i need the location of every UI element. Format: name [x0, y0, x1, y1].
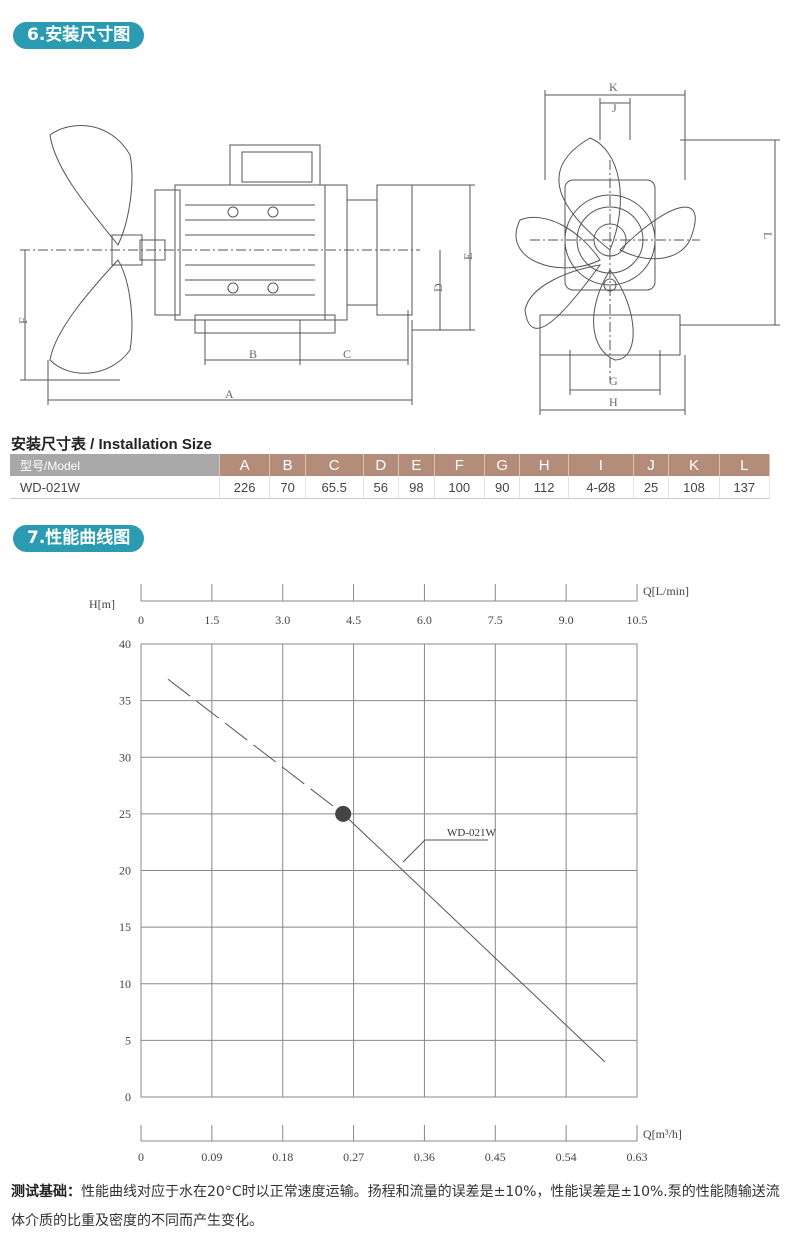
- bottom-axis-tick-label: 0.63: [627, 1150, 648, 1164]
- y-tick-label: 10: [119, 977, 131, 991]
- bottom-axis-tick-label: 0.27: [343, 1150, 364, 1164]
- top-axis-tick-label: 4.5: [346, 613, 361, 627]
- size-table-title: 安装尺寸表 / Installation Size: [11, 436, 212, 453]
- performance-chart: 0 1.5 3.0 4.5 6.0 7.5 9.0 10.5 Q[L/min] H[m] 0 5 10 1…: [89, 584, 689, 1164]
- y-tick-label: 5: [125, 1033, 131, 1047]
- curve-label-leader: [402, 839, 488, 863]
- header-col: I: [568, 454, 634, 476]
- top-axis-tick-label: 7.5: [488, 613, 503, 627]
- bottom-axis-label: Q[m³/h]: [643, 1127, 682, 1141]
- size-table: 型号/Model A B C D E F G H I J K L WD-021W…: [10, 454, 771, 499]
- note-text: 性能曲线对应于水在20°C时以正常速度运输。扬程和流量的误差是±10%，性能误差…: [11, 1184, 780, 1229]
- cell: 65.5: [305, 476, 364, 499]
- dim-label-k: K: [609, 80, 618, 94]
- cell: 25: [633, 476, 670, 499]
- dim-label-d: D: [431, 283, 445, 292]
- dim-label-e: E: [461, 253, 475, 260]
- curve-dashed-segment: [167, 678, 344, 815]
- cell-model: WD-021W: [10, 476, 220, 499]
- top-axis-tick-label: 10.5: [627, 613, 648, 627]
- dimension-labels: A B C D E F G H J K L: [16, 80, 775, 409]
- top-axis-tick-label: 1.5: [204, 613, 219, 627]
- top-axis-label: Q[L/min]: [643, 584, 689, 598]
- header-col: F: [434, 454, 485, 476]
- y-tick-label: 0: [125, 1090, 131, 1104]
- dim-label-f: F: [16, 317, 30, 324]
- front-view: [515, 90, 780, 415]
- y-tick-label: 30: [119, 750, 131, 764]
- cell: 108: [668, 476, 720, 499]
- cell: 56: [363, 476, 400, 499]
- top-axis-tick-label: 6.0: [417, 613, 432, 627]
- table-row: WD-021W 226 70 65.5 56 98 100 90 112 4-Ø…: [10, 476, 771, 499]
- bottom-axis-tick-label: 0.36: [414, 1150, 435, 1164]
- dim-label-j: J: [612, 101, 617, 115]
- cell: 4-Ø8: [568, 476, 634, 499]
- dim-label-l: L: [761, 232, 775, 239]
- y-tick-label: 15: [119, 920, 131, 934]
- y-tick-label: 40: [119, 637, 131, 651]
- table-header-row: 型号/Model A B C D E F G H I J K L: [10, 454, 771, 476]
- top-axis-tick-label: 9.0: [559, 613, 574, 627]
- dim-label-h: H: [609, 395, 618, 409]
- note-label: 测试基础：: [11, 1184, 81, 1200]
- section-7-title: 7.性能曲线图: [13, 525, 145, 552]
- header-model: 型号/Model: [10, 454, 220, 476]
- rated-point-marker: [335, 805, 352, 822]
- dim-label-b: B: [249, 347, 257, 361]
- cell: 90: [484, 476, 521, 499]
- dim-label-g: G: [609, 374, 618, 388]
- bottom-axis-tick-label: 0.09: [201, 1150, 222, 1164]
- header-col: H: [519, 454, 569, 476]
- header-col: J: [633, 454, 670, 476]
- bottom-axis-tick-label: 0: [138, 1150, 144, 1164]
- cell: 100: [434, 476, 485, 499]
- section-6-title: 6.安装尺寸图: [13, 22, 145, 49]
- header-col: K: [668, 454, 720, 476]
- header-col: B: [269, 454, 306, 476]
- top-axis-tick-label: 3.0: [275, 613, 290, 627]
- cell: 70: [269, 476, 306, 499]
- header-col: L: [719, 454, 771, 476]
- test-basis-note: 测试基础：性能曲线对应于水在20°C时以正常速度运输。扬程和流量的误差是±10%…: [11, 1178, 781, 1236]
- top-axis-tick-label: 0: [138, 613, 144, 627]
- y-axis-label: H[m]: [89, 597, 115, 611]
- side-view: [20, 125, 475, 405]
- bottom-axis-tick-label: 0.54: [556, 1150, 577, 1164]
- y-tick-label: 20: [119, 864, 131, 878]
- curve-solid-segment: [342, 813, 606, 1063]
- y-tick-label: 35: [119, 694, 131, 708]
- header-col: E: [398, 454, 435, 476]
- bottom-axis-tick-label: 0.45: [485, 1150, 506, 1164]
- dim-label-c: C: [343, 347, 351, 361]
- y-tick-label: 25: [119, 807, 131, 821]
- cell: 98: [398, 476, 435, 499]
- bottom-axis-tick-label: 0.18: [272, 1150, 293, 1164]
- header-col: C: [305, 454, 364, 476]
- installation-drawing: A B C D E F G H J K L: [16, 80, 780, 415]
- cell: 112: [519, 476, 569, 499]
- header-col: D: [363, 454, 400, 476]
- header-col: G: [484, 454, 521, 476]
- header-col: A: [219, 454, 271, 476]
- curve-label: WD-021W: [447, 827, 496, 839]
- dim-label-a: A: [225, 387, 234, 401]
- cell: 226: [219, 476, 271, 499]
- cell: 137: [719, 476, 771, 499]
